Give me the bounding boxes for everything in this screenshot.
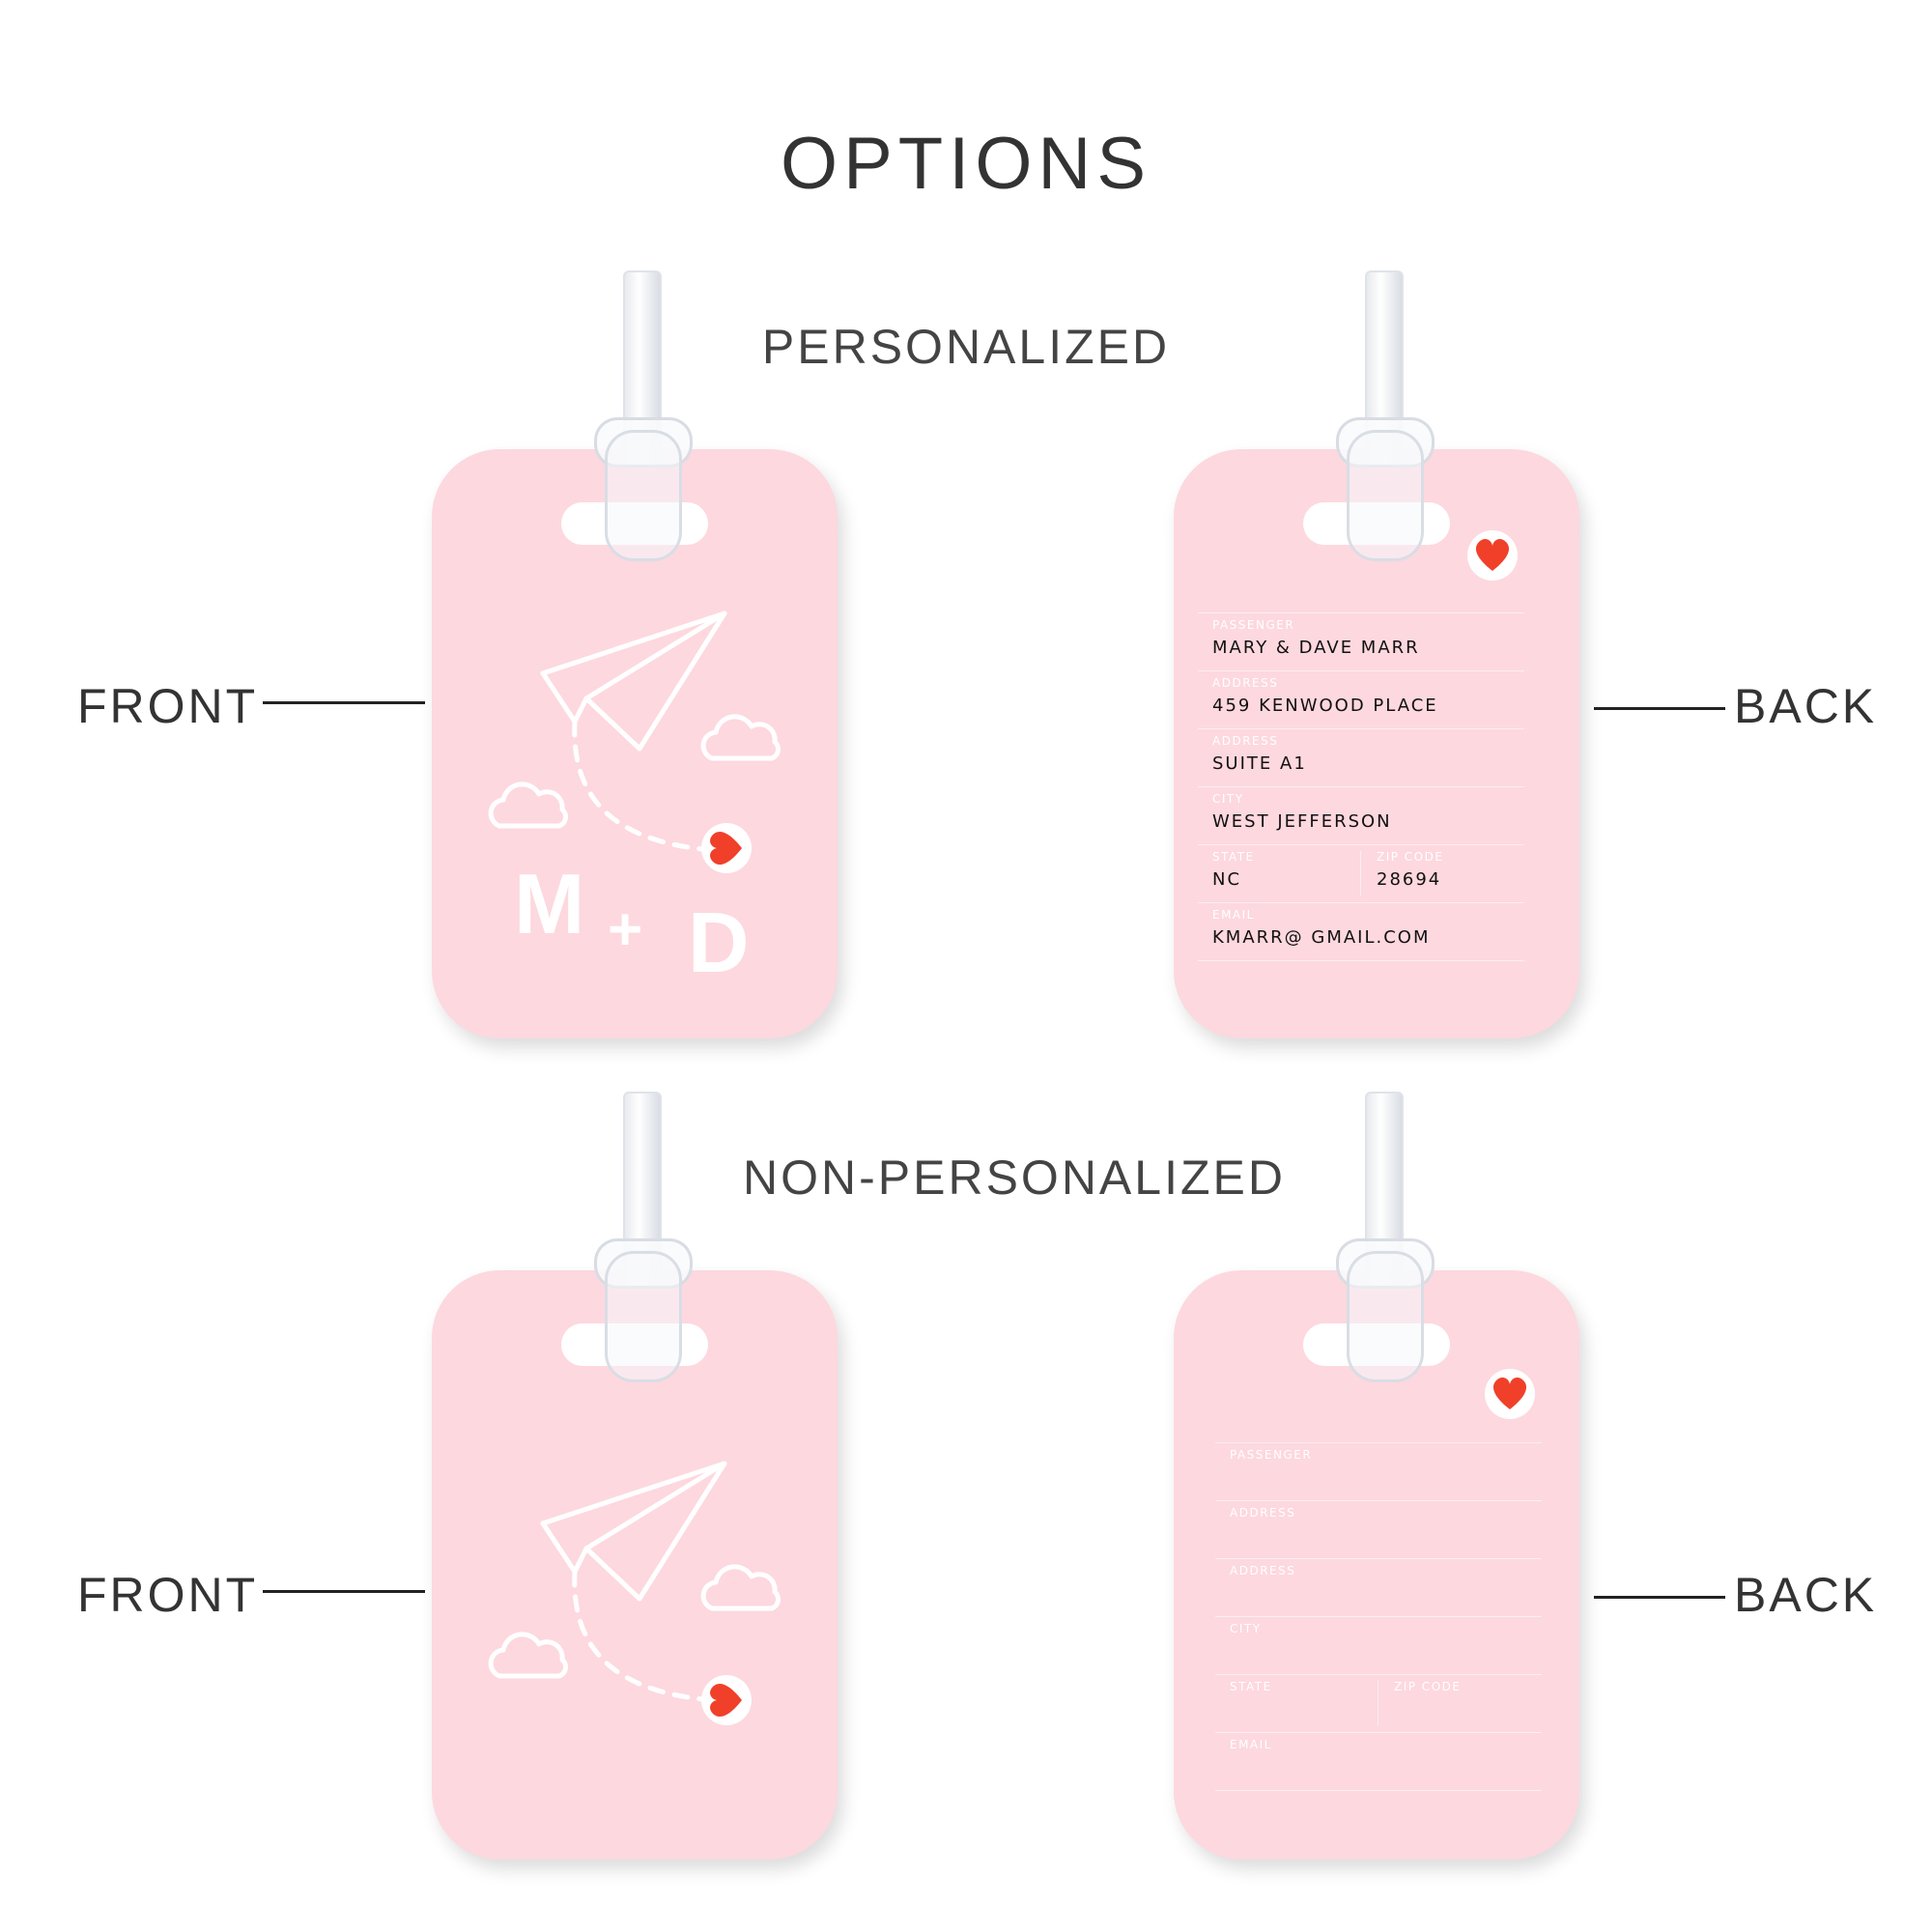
- field-value-email: KMARR@ GMAIL.COM: [1212, 927, 1431, 948]
- paper-plane-icon: [540, 1461, 727, 1703]
- form-row-email: EMAIL: [1215, 1732, 1542, 1791]
- field-value-city: WEST JEFFERSON: [1212, 811, 1392, 832]
- field-value-address2: SUITE A1: [1212, 753, 1307, 774]
- heart-icon: [701, 823, 752, 873]
- form-row-state-zip: STATE NC ZIP CODE 28694: [1198, 844, 1524, 902]
- address-form: PASSENGER MARY & DAVE MARR ADDRESS 459 K…: [1198, 612, 1524, 961]
- monogram-m: M: [514, 856, 585, 952]
- leader-line: [263, 1590, 425, 1593]
- field-value-zip: 28694: [1377, 869, 1442, 890]
- paper-plane-icon: [540, 611, 727, 853]
- field-label: PASSENGER: [1212, 618, 1295, 632]
- monogram-d: D: [688, 895, 750, 990]
- field-label: ADDRESS: [1212, 676, 1279, 690]
- field-label: CITY: [1212, 792, 1244, 806]
- page-title: OPTIONS: [780, 123, 1152, 205]
- strap-loop: [605, 1251, 682, 1382]
- strap-loop: [605, 430, 682, 561]
- field-label: ADDRESS: [1212, 734, 1279, 748]
- leader-line: [263, 701, 425, 704]
- field-label: PASSENGER: [1230, 1448, 1313, 1462]
- field-label: STATE: [1212, 850, 1255, 864]
- cloud-icon: [488, 781, 568, 829]
- form-row-state-zip: STATE ZIP CODE: [1215, 1674, 1542, 1732]
- field-label: STATE: [1230, 1680, 1272, 1693]
- form-row-address: ADDRESS 459 KENWOOD PLACE: [1198, 670, 1524, 728]
- field-value-state: NC: [1212, 869, 1242, 890]
- field-label: ADDRESS: [1230, 1506, 1296, 1520]
- section-title-non-personalized: NON-PERSONALIZED: [743, 1151, 1286, 1205]
- field-label: EMAIL: [1212, 908, 1255, 922]
- cloud-icon: [700, 714, 781, 761]
- form-row-city: CITY WEST JEFFERSON: [1198, 786, 1524, 844]
- heart-icon: [1467, 530, 1518, 581]
- label-back-personalized: BACK: [1734, 679, 1878, 733]
- strap-loop: [1347, 1251, 1424, 1382]
- heart-icon: [701, 1675, 752, 1725]
- leader-line: [1594, 1596, 1725, 1599]
- cloud-icon: [488, 1632, 568, 1679]
- field-label: CITY: [1230, 1622, 1262, 1635]
- field-divider: [1360, 851, 1361, 895]
- form-row-passenger: PASSENGER MARY & DAVE MARR: [1198, 612, 1524, 670]
- field-label: ZIP CODE: [1394, 1680, 1462, 1693]
- form-row-address2: ADDRESS SUITE A1: [1198, 728, 1524, 786]
- monogram-plus: +: [608, 896, 643, 963]
- section-title-personalized: PERSONALIZED: [761, 320, 1171, 374]
- label-front-non-personalized: FRONT: [77, 1568, 259, 1622]
- label-front-personalized: FRONT: [77, 679, 259, 733]
- field-label: ZIP CODE: [1377, 850, 1444, 864]
- form-row-address2: ADDRESS: [1215, 1558, 1542, 1616]
- field-label: ADDRESS: [1230, 1564, 1296, 1577]
- field-value-passenger: MARY & DAVE MARR: [1212, 638, 1420, 658]
- heart-icon: [1485, 1369, 1535, 1419]
- label-back-non-personalized: BACK: [1734, 1568, 1878, 1622]
- form-row-passenger: PASSENGER: [1215, 1442, 1542, 1500]
- form-row-city: CITY: [1215, 1616, 1542, 1674]
- cloud-icon: [700, 1564, 781, 1611]
- field-value-address: 459 KENWOOD PLACE: [1212, 696, 1438, 716]
- field-label: EMAIL: [1230, 1738, 1272, 1751]
- form-row-address: ADDRESS: [1215, 1500, 1542, 1558]
- address-form-blank: PASSENGER ADDRESS ADDRESS CITY STATE ZIP…: [1215, 1442, 1542, 1791]
- leader-line: [1594, 707, 1725, 710]
- strap-loop: [1347, 430, 1424, 561]
- form-row-email: EMAIL KMARR@ GMAIL.COM: [1198, 902, 1524, 961]
